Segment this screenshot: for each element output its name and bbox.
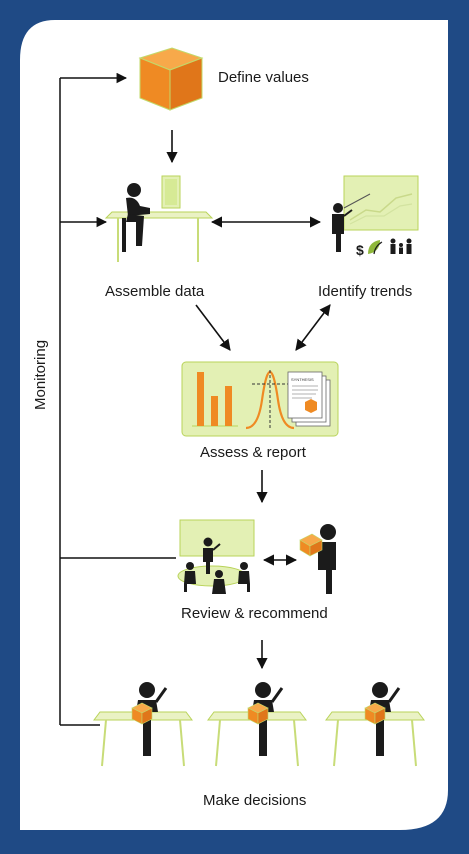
decision-maker-icon-1 bbox=[93, 682, 193, 767]
arrow-trends-assess bbox=[295, 304, 331, 351]
assess-report-panel bbox=[181, 361, 339, 437]
frame-border-top bbox=[0, 0, 469, 4]
bell-curve-icon bbox=[245, 370, 295, 430]
label-assemble-data: Assemble data bbox=[105, 283, 205, 300]
flow-arrows bbox=[166, 130, 331, 670]
dollar-symbol: $ bbox=[356, 242, 364, 258]
decision-maker-icon-3 bbox=[325, 682, 425, 767]
monitoring-loop bbox=[59, 72, 176, 726]
report-sheet-heading: SYNTHESIS bbox=[291, 377, 314, 382]
label-review-recommend: Review & recommend bbox=[181, 605, 328, 622]
leaf-icon bbox=[368, 240, 380, 254]
label-define-values: Define values bbox=[218, 69, 309, 86]
review-meeting-icon bbox=[177, 519, 255, 594]
arrow-assemble-to-assess bbox=[195, 304, 231, 351]
label-assess-report: Assess & report bbox=[200, 444, 306, 461]
bar-chart-icon bbox=[192, 372, 238, 427]
family-icon bbox=[390, 238, 412, 254]
person-at-computer-icon bbox=[104, 175, 214, 262]
decision-maker-icon-2 bbox=[207, 682, 307, 767]
report-document-icon bbox=[287, 371, 331, 427]
label-make-decisions: Make decisions bbox=[203, 792, 307, 809]
stakeholder-with-box-icon bbox=[299, 524, 336, 594]
presenter-icon bbox=[332, 203, 353, 252]
trend-symbols bbox=[368, 238, 412, 255]
values-cube-icon bbox=[138, 47, 204, 111]
label-identify-trends: Identify trends bbox=[318, 283, 413, 300]
trends-board-icon bbox=[343, 175, 419, 231]
label-monitoring: Monitoring bbox=[32, 339, 49, 410]
